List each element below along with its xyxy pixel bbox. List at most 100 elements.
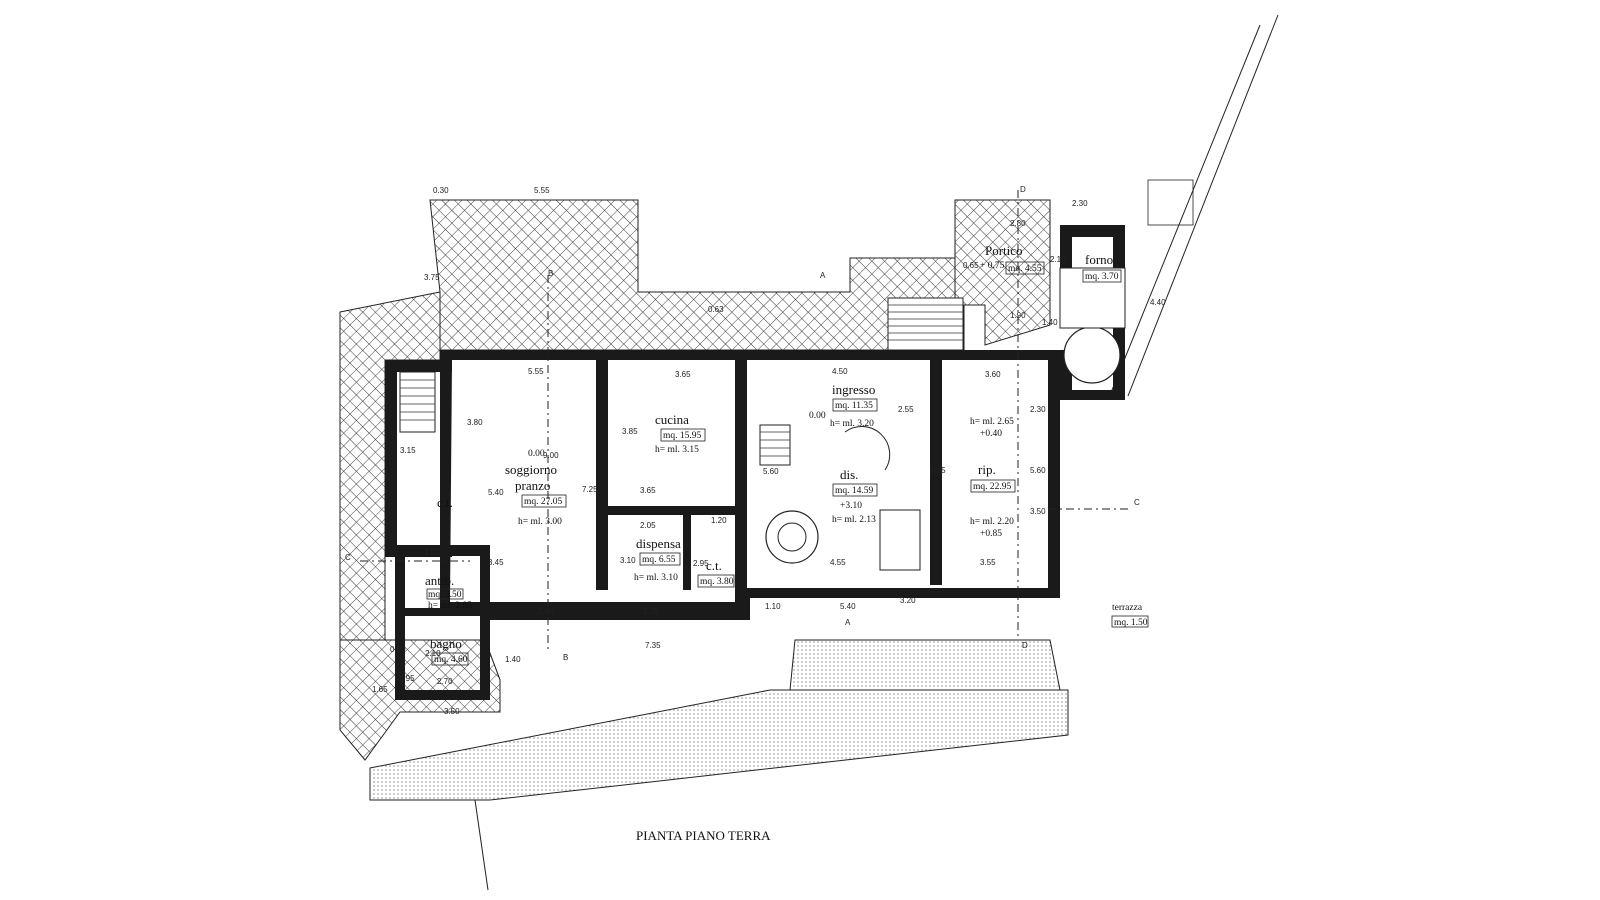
drawing-title: PIANTA PIANO TERRA [636,828,771,843]
dim-560: 5.60 [763,467,779,476]
stair-left [399,371,436,433]
soggiorno-height: h= ml. 3.00 [518,517,562,527]
dim-295b: 2.95 [399,674,415,683]
dispensa-area: mq. 6.55 [642,555,676,565]
rip-height-top: h= ml. 2.65 [970,417,1014,427]
dim-350: 3.50 [1030,507,1046,516]
dim-270: 2.70 [437,677,453,686]
antib-area: mq. 3.50 [428,590,462,600]
ct-small-area: mq. 3.80 [700,577,734,587]
rip-height-bottom: h= ml. 2.20 [970,517,1014,527]
dim-120: 1.20 [711,516,727,525]
cucina-height: h= ml. 3.15 [655,445,699,455]
site-boundary [1109,14,1279,397]
rip-level-bottom: +0.85 [980,529,1002,539]
section-c-left: C [345,553,351,562]
rip-area: mq. 22.95 [973,482,1012,492]
dim-110: 1.10 [765,602,781,611]
antib-height: h= ml. 2.85 [428,601,472,611]
room-soggiorno: soggiorno [505,462,557,477]
dim-top1: 0.30 [433,186,449,195]
dim-355: 3.55 [980,558,996,567]
dim-230b: 2.30 [1072,199,1088,208]
section-b-bottom: B [563,653,568,662]
stair-top [887,297,964,351]
soggiorno-level: 0.00 [528,449,545,459]
dim-345: 3.45 [488,558,504,567]
dim-725: 7.25 [582,485,598,494]
portico-area: mq. 4.55 [1008,264,1042,274]
dim-305: 3.05 [538,607,554,616]
dim-315: 3.15 [400,446,416,455]
dim-900: 9.00 [543,451,559,460]
dim-295: 2.95 [693,559,709,568]
dim-065: 0.65 [963,261,979,270]
room-pranzo: pranzo [515,478,550,493]
dis-level: +3.10 [840,501,862,511]
room-rip: rip. [978,462,996,477]
ingresso-fixtures [759,424,921,571]
dim-215: 2.15 [1050,255,1066,264]
dim-380: 3.80 [467,418,483,427]
dim-140b: 1.40 [1042,318,1058,327]
dim-440: 4.40 [1150,298,1166,307]
section-a-top: A [820,271,826,280]
room-ct-small: c.t. [706,558,722,573]
room-cucina: cucina [655,412,689,427]
dim-555: 5.55 [528,367,544,376]
dim-top2: 5.55 [534,186,550,195]
dispensa-height: h= ml. 3.10 [634,573,678,583]
dim-190: 1.90 [424,548,440,557]
room-ct-left: c.t. [437,495,453,510]
ingresso-area: mq. 11.35 [835,401,873,411]
dim-165: 1.65 [372,685,388,694]
dim-205: 2.05 [640,521,656,530]
section-c-right: C [1134,498,1140,507]
dim-063: 0.63 [708,305,724,314]
dim-375: 3.75 [424,273,440,282]
dim-365b: 3.65 [640,486,656,495]
room-antib: antib. [425,573,454,588]
bagno-area: mq. 4.60 [434,655,468,665]
section-d-top: D [1020,185,1026,194]
building-walls [385,225,1126,700]
dim-455: 4.55 [830,558,846,567]
dim-280: 2.80 [1010,219,1026,228]
dis-height: h= ml. 2.13 [832,515,876,525]
dim-190b: 1.90 [1010,311,1026,320]
dim-450: 4.50 [832,367,848,376]
room-dispensa: dispensa [636,536,681,551]
dim-320: 3.20 [900,596,916,605]
dim-350b: 3.50 [444,707,460,716]
rip-level-top: +0.40 [980,429,1002,439]
dim-140: 1.40 [505,655,521,664]
dis-area: mq. 14.59 [835,486,874,496]
dim-230: 2.30 [1030,405,1046,414]
dim-360: 3.60 [985,370,1001,379]
dim-205b: 2.05 [643,607,659,616]
room-bagno: bagno [430,636,462,651]
dimension-labels: 0.30 5.55 3.75 0.63 5.55 3.65 4.50 3.60 … [372,186,1166,716]
terrazza-area: mq. 1.50 [1114,618,1148,628]
dim-540: 5.40 [488,488,504,497]
room-ingresso: ingresso [832,382,875,397]
dim-735: 7.35 [645,641,661,650]
dim-365: 3.65 [675,370,691,379]
portico-level: + 0.75 [980,261,1005,271]
section-b-top: B [548,269,553,278]
dim-585: 5.85 [930,466,946,475]
dim-255: 2.55 [898,405,914,414]
forno-area: mq. 3.70 [1085,272,1119,282]
section-a-bottom: A [845,618,851,627]
soggiorno-area: mq. 27.05 [524,497,563,507]
room-portico: Portico [985,243,1023,258]
dim-560r: 5.60 [1030,466,1046,475]
section-lines [360,190,1130,650]
room-terrazza: terrazza [1112,603,1143,613]
room-forno: forno [1085,252,1113,267]
cucina-area: mq. 15.95 [663,431,702,441]
ingresso-level: 0.00 [809,411,826,421]
dim-210: 2.10 [425,649,441,658]
dim-385: 3.85 [622,427,638,436]
